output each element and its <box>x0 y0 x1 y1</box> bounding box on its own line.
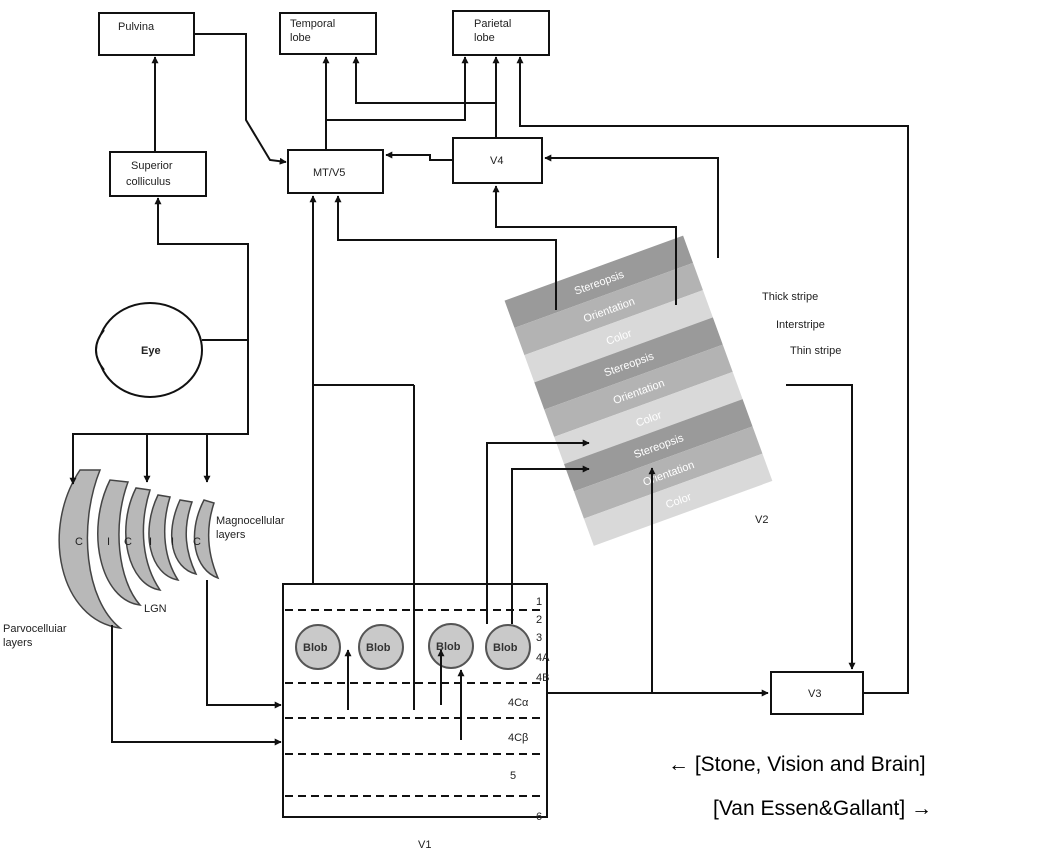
lgn-label: LGN <box>144 603 167 615</box>
superior-colliculus-label-2: colliculus <box>126 176 171 188</box>
arrow-v2-thick-to-mt <box>338 196 556 310</box>
thick-stripe-label: Thick stripe <box>762 291 818 303</box>
arrow-mt-to-parietal <box>326 57 465 120</box>
lgn-layer-i2-label: I <box>149 536 152 548</box>
lgn-layer-c2-label: C <box>124 536 132 548</box>
parietal-lobe-label-2: lobe <box>474 32 495 44</box>
v2-area: StereopsisOrientationColorStereopsisOrie… <box>505 236 773 546</box>
magnocellular-label-1: Magnocellular <box>216 515 285 527</box>
v1-layer-label-4c-alpha: 4Cα <box>508 697 529 709</box>
temporal-lobe-label-1: Temporal <box>290 18 335 30</box>
magnocellular-label-2: layers <box>216 529 246 541</box>
lgn-layer-i1-label: I <box>107 536 110 548</box>
parvocellular-label-2: layers <box>3 637 33 649</box>
arrow-pulvina-to-mt <box>194 34 286 162</box>
eye-cornea <box>96 330 104 370</box>
blob-1-label: Blob <box>303 642 328 654</box>
v1-layer-label-4a: 4A <box>536 652 550 664</box>
blob-4-label: Blob <box>493 642 518 654</box>
arrow-v2-thin-to-v4 <box>545 158 718 258</box>
v3-label: V3 <box>808 688 821 700</box>
eye: Eye <box>96 303 202 397</box>
lgn-layer-i3-label: I <box>171 536 174 548</box>
v2-stripes: StereopsisOrientationColorStereopsisOrie… <box>505 236 773 546</box>
v1-layer-label-3: 3 <box>536 632 542 644</box>
v1-layer-label-4b: 4B <box>536 672 549 684</box>
blob-2-label: Blob <box>366 642 391 654</box>
parvocellular-label-1: Parvocelluiar <box>3 623 67 635</box>
arrow-v4-to-temporal <box>356 57 496 138</box>
superior-colliculus-label-1: Superior <box>131 160 173 172</box>
arrow-parvo-to-v1 <box>112 625 281 742</box>
v2-label: V2 <box>755 514 768 526</box>
arrow-magno-to-v1 <box>207 580 281 705</box>
parietal-lobe-label-1: Parietal <box>474 18 511 30</box>
mt-v5-label: MT/V5 <box>313 167 345 179</box>
pulvina-label: Pulvina <box>118 21 155 33</box>
citation-stone: ← [Stone, Vision and Brain] <box>668 753 926 777</box>
v1-layer-label-4c-beta: 4Cβ <box>508 732 528 744</box>
citation-van-essen: [Van Essen&Gallant] → <box>713 797 932 821</box>
superior-colliculus-box <box>110 152 206 196</box>
arrow-v2-to-v3 <box>786 385 852 669</box>
blob-3-label: Blob <box>436 641 461 653</box>
eye-label: Eye <box>141 345 161 357</box>
v1-label: V1 <box>418 839 431 851</box>
arrow-v4-to-mt <box>386 155 453 160</box>
temporal-lobe-label-2: lobe <box>290 32 311 44</box>
v1-layer-label-1: 1 <box>536 596 542 608</box>
v1-layer-label-2: 2 <box>536 614 542 626</box>
interstripe-label: Interstripe <box>776 319 825 331</box>
thin-stripe-label: Thin stripe <box>790 345 841 357</box>
lgn-layer-c1-label: C <box>75 536 83 548</box>
lgn-layer-c3-label: C <box>193 536 201 548</box>
pulvina-box <box>99 13 194 55</box>
v1-area: Blob Blob Blob Blob 1 2 3 4A 4B 4Cα 4Cβ … <box>283 584 550 851</box>
lgn: C I C I I C LGN Magnocellular layers Par… <box>3 470 285 649</box>
v4-label: V4 <box>490 155 503 167</box>
v1-layer-label-6: 6 <box>536 811 542 823</box>
v1-layer-label-5: 5 <box>510 770 516 782</box>
